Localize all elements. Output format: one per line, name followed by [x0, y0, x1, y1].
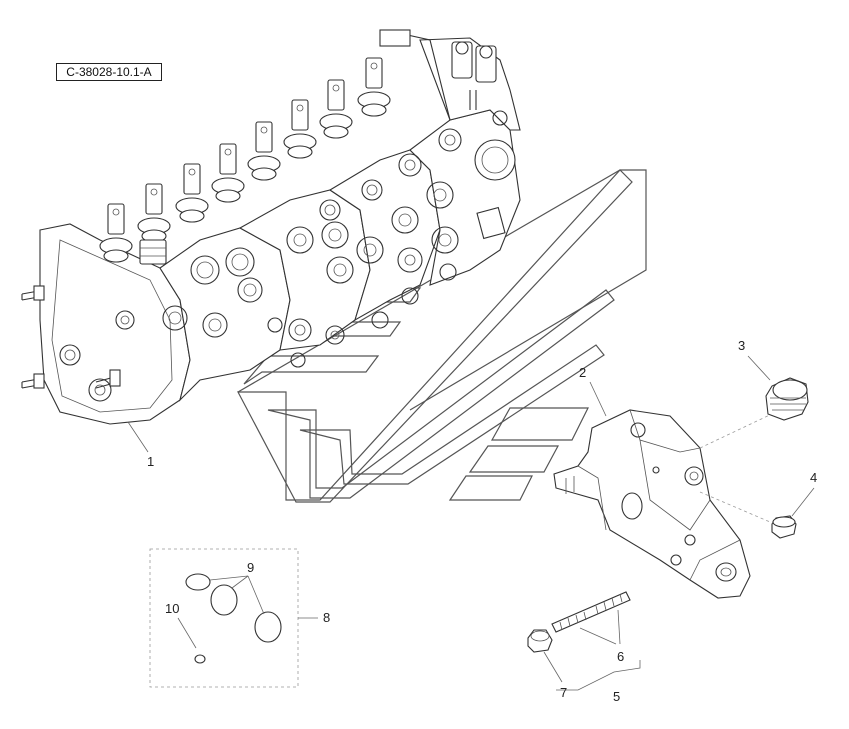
callout-5: 5: [613, 689, 621, 704]
callout-4: 4: [810, 470, 818, 485]
callout-6: 6: [617, 649, 625, 664]
callout-9: 9: [247, 560, 255, 575]
bracket-5: [556, 660, 641, 691]
valve-sections: [159, 29, 521, 402]
callout-2: 2: [579, 365, 587, 380]
watermark-logo: [237, 169, 647, 503]
callout-3: 3: [738, 338, 746, 353]
mounting-plate: [553, 381, 777, 599]
control-valve-assembly: [21, 29, 521, 453]
small-nut: [771, 487, 815, 539]
leader-2: [589, 381, 607, 417]
callout-8: 8: [323, 610, 331, 625]
leader-1: [127, 421, 149, 453]
leader-9: [209, 575, 265, 615]
plug: [747, 355, 809, 421]
leader-6a: [579, 627, 617, 645]
valve-spools: [99, 57, 391, 265]
reference-code-box: C-38028-10.1-A: [56, 63, 162, 81]
leader-7: [543, 651, 563, 683]
stud-assembly: [527, 591, 641, 691]
leader-3: [747, 355, 771, 381]
leader-4: [791, 487, 815, 517]
leader-10: [177, 617, 197, 649]
callout-7: 7: [560, 685, 568, 700]
seal-kit: [149, 548, 318, 688]
leader-6b: [617, 609, 621, 645]
callout-10: 10: [165, 601, 180, 616]
callout-1: 1: [147, 454, 155, 469]
